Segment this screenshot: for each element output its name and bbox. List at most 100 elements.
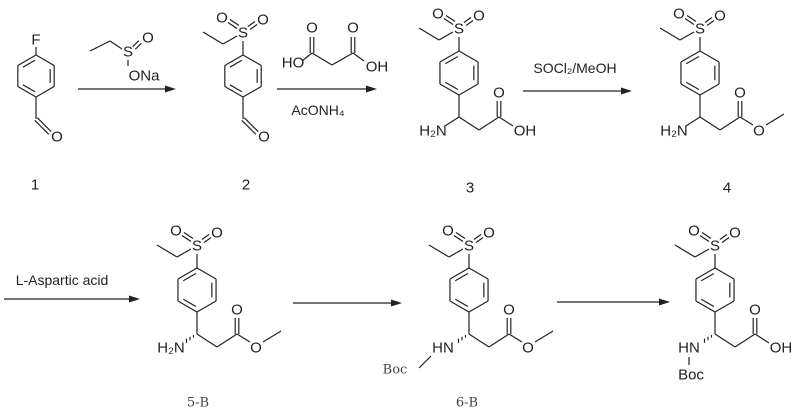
s-o-double-bond	[247, 21, 256, 28]
ethyl-bond	[109, 40, 123, 50]
s-o-double-bond	[701, 232, 712, 240]
benzene-ring-inner-bond	[182, 298, 197, 308]
benzene-ring-inner-bond	[444, 55, 459, 65]
hydroxyl-group: HO	[282, 55, 305, 72]
reaction-arrow-2-head	[366, 85, 377, 93]
ethyl-bond	[659, 27, 681, 41]
c-c-bond	[311, 52, 333, 66]
sulfur-atom: S	[710, 238, 720, 255]
benzene-ring-bond	[177, 267, 198, 280]
c-c-bond	[488, 333, 510, 348]
nitrogen-group: HN	[432, 340, 454, 357]
benzene-ring-bond	[17, 54, 37, 67]
benzene-ring-bond	[439, 50, 460, 63]
hydroxyl-group: OH	[366, 59, 389, 76]
benzene-ring-bond	[699, 50, 720, 63]
c-c-bond	[331, 52, 354, 66]
ethyl-bond	[202, 31, 224, 45]
c-c-bond	[714, 333, 736, 348]
c-o-double-bond	[243, 117, 259, 133]
s-o-double-bond	[721, 236, 730, 243]
oxygen-atom: O	[142, 30, 154, 47]
s-o-double-bond	[455, 232, 466, 240]
oxygen-atom: O	[211, 225, 223, 242]
s-o-double-bond	[183, 232, 194, 240]
benzene-ring-bond	[224, 85, 244, 98]
oxygen-atom: O	[493, 85, 505, 102]
s-o-double-bond	[201, 234, 210, 241]
n-boc-bond	[418, 355, 432, 369]
fluorine-atom: F	[31, 32, 40, 49]
benzene-ring-bond	[449, 300, 470, 313]
compound-2-label: 2	[242, 177, 250, 194]
c-o-bond	[508, 333, 523, 343]
benzene-ring-inner-bond	[229, 84, 243, 93]
benzene-ring-bond	[680, 83, 701, 96]
benzene-ring-bond	[458, 50, 479, 63]
oxygen-atom: O	[347, 20, 359, 37]
oxygen-atom: O	[688, 223, 700, 240]
oxygen-atom: O	[753, 123, 765, 140]
oxygen-atom: O	[250, 340, 262, 357]
methyl-bond	[534, 330, 554, 343]
s-o-double-bond	[229, 19, 240, 27]
benzene-ring-inner-bond	[454, 298, 469, 308]
ethyl-bond	[679, 31, 695, 41]
s-o-double-bond	[704, 17, 713, 24]
compound-3-label: 3	[466, 180, 474, 197]
ethyl-bond	[89, 40, 111, 52]
compound-6b-label: 6-B	[456, 396, 478, 411]
sulfur-atom: S	[464, 238, 474, 255]
c-o-bond	[236, 333, 251, 343]
oxygen-atom: O	[258, 129, 270, 146]
benzene-ring-bond	[695, 300, 716, 313]
benzene-ring-bond	[439, 83, 460, 96]
oxygen-atom: O	[483, 225, 495, 242]
benzene-ring-inner-bond	[454, 272, 469, 282]
methyl-bond	[262, 330, 282, 343]
oxygen-atom: O	[522, 340, 534, 357]
benzene-ring-inner-bond	[700, 272, 715, 282]
compound-5b-label: 5-B	[187, 396, 209, 411]
oxygen-atom: O	[473, 8, 485, 25]
benzene-ring-inner-bond	[22, 59, 36, 68]
c-n-bond	[685, 116, 701, 127]
c-c-bond	[216, 333, 238, 348]
benzene-ring-inner-bond	[700, 298, 715, 308]
s-o-double-bond	[465, 19, 474, 26]
s-o-double-bond	[445, 15, 456, 23]
benzene-ring-bond	[680, 50, 701, 63]
benzene-ring-bond	[242, 54, 262, 67]
c-o-bond	[352, 52, 365, 62]
reaction-arrow-5-head	[391, 299, 402, 307]
ethyl-bond	[694, 248, 710, 258]
c-o-double-bond	[241, 119, 257, 135]
c-c-bond	[478, 116, 500, 131]
oxygen-atom: O	[432, 6, 444, 23]
reaction-arrow-3-head	[621, 87, 632, 95]
ethyl-bond	[418, 27, 440, 41]
benzene-ring-bond	[177, 300, 198, 313]
oxygen-atom: O	[442, 223, 454, 240]
benzene-ring-bond	[35, 85, 55, 98]
reaction-arrow-1-head	[165, 85, 176, 93]
c-c-bond	[458, 116, 480, 131]
benzene-ring-inner-bond	[229, 59, 243, 68]
oxygen-atom: O	[170, 223, 182, 240]
s-o-double-bond	[684, 17, 695, 25]
benzene-ring-bond	[196, 267, 217, 280]
c-c-bond	[699, 116, 721, 131]
ethyl-bond	[428, 244, 450, 258]
s-o-double-bond	[443, 17, 454, 25]
benzene-ring-inner-bond	[182, 272, 197, 282]
sulfur-atom: S	[695, 21, 705, 38]
benzene-ring-bond	[699, 83, 720, 96]
nitrogen-group: H₂N	[419, 123, 447, 140]
s-o-double-bond	[699, 234, 710, 242]
s-o-double-bond	[132, 40, 140, 48]
reagent-l-aspartic-acid: L-Aspartic acid	[16, 272, 109, 288]
c-o-bond	[739, 116, 754, 126]
compound-1-label: 1	[31, 177, 39, 194]
